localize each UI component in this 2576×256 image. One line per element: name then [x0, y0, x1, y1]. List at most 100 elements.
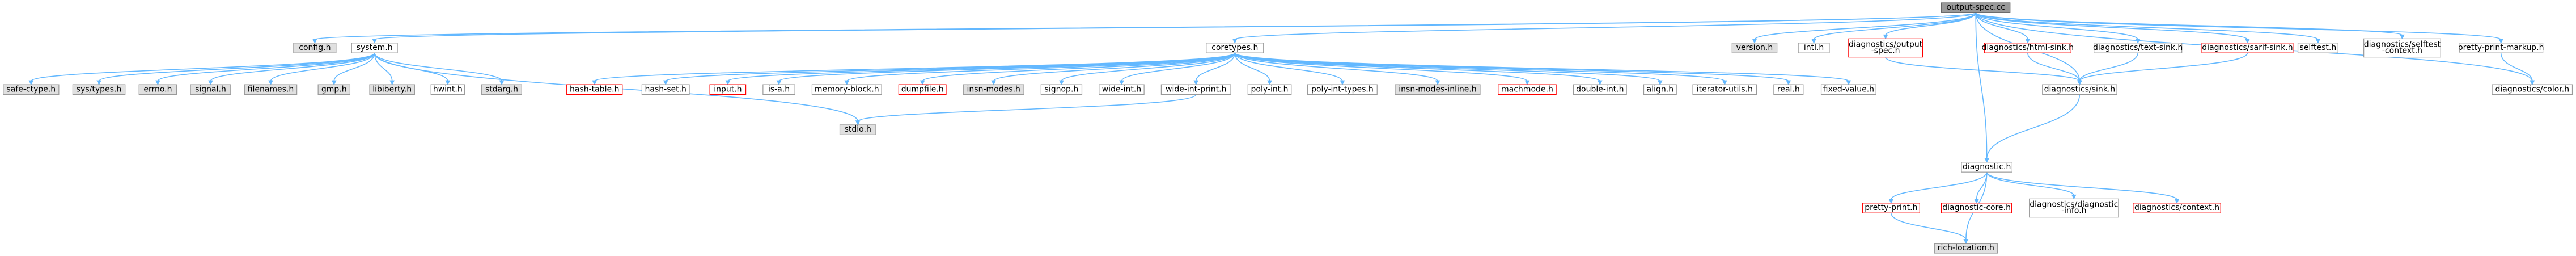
node-errno-h[interactable]: errno.h — [138, 84, 177, 95]
node-diagnostics-sarif-sink-h[interactable]: diagnostics/sarif-sink.h — [2201, 43, 2294, 53]
node-diagnostics-sink-h[interactable]: diagnostics/sink.h — [2042, 84, 2117, 95]
node-hwint-h[interactable]: hwint.h — [430, 84, 465, 95]
node-selftest-h[interactable]: selftest.h — [2297, 43, 2338, 53]
node-safe-ctype-h[interactable]: safe-ctype.h — [3, 84, 60, 95]
arrowhead-output-spec-cc-to-intl-h — [1811, 39, 1816, 44]
node-memory-block-h[interactable]: memory-block.h — [811, 84, 882, 95]
node-real-h[interactable]: real.h — [1773, 84, 1804, 95]
node-insn-modes-h[interactable]: insn-modes.h — [963, 84, 1024, 95]
edge-system-h-to-stdarg-h — [374, 52, 502, 82]
edge-output-spec-cc-to-coretypes-h — [1234, 12, 1976, 40]
node-hash-table-h[interactable]: hash-table.h — [566, 84, 623, 95]
arrowhead-diagnostic-h-to-pretty-print-h — [1888, 199, 1894, 204]
node-box-iterator-utils-h — [1692, 84, 1757, 95]
node-layer: output-spec.cc config.h system.h coretypes.… — [3, 2, 2573, 254]
node-poly-int-types-h[interactable]: poly-int-types.h — [1307, 84, 1378, 95]
node-insn-modes-inline-h[interactable]: insn-modes-inline.h — [1395, 84, 1481, 95]
node-sys-types-h[interactable]: sys/types.h — [72, 84, 126, 95]
node-system-h[interactable]: system.h — [351, 43, 398, 53]
node-box-real-h — [1773, 84, 1804, 95]
node-box-pretty-print-h — [1862, 203, 1920, 213]
node-diagnostic-core-h[interactable]: diagnostic-core.h — [1941, 203, 2012, 213]
node-hash-set-h[interactable]: hash-set.h — [641, 84, 690, 95]
node-wide-int-h[interactable]: wide-int.h — [1099, 84, 1145, 95]
node-coretypes-h[interactable]: coretypes.h — [1206, 43, 1264, 53]
node-diagnostics-diagnostic-info-h[interactable]: diagnostics/diagnostic-info.h — [2029, 198, 2119, 218]
node-diagnostics-html-sink-h[interactable]: diagnostics/html-sink.h — [1982, 43, 2074, 53]
edge-diagnostic-h-to-diagnostics-diagnostic-info-h — [1986, 171, 2075, 196]
node-box-hash-set-h — [641, 84, 690, 95]
node-box-diagnostics-output-spec-h — [1848, 38, 1923, 58]
node-box-diagnostics-diagnostic-info-h — [2029, 198, 2119, 218]
arrowhead-output-spec-cc-to-coretypes-h — [1232, 39, 1238, 44]
edge-diagnostics-output-spec-h-to-diagnostics-sink-h — [1885, 57, 2081, 82]
node-diagnostics-output-spec-h[interactable]: diagnostics/output-spec.h — [1848, 38, 1923, 58]
node-align-h[interactable]: align.h — [1643, 84, 1677, 95]
arrowhead-system-h-to-gmp-h — [331, 80, 337, 86]
node-stdarg-h[interactable]: stdarg.h — [481, 84, 522, 95]
node-box-fixed-value-h — [1820, 84, 1876, 95]
node-is-a-h[interactable]: is-a.h — [762, 84, 795, 95]
edge-coretypes-h-to-insn-modes-inline-h — [1234, 52, 1438, 82]
arrowhead-coretypes-h-to-wide-int-print-h — [1193, 80, 1199, 86]
arrowhead-coretypes-h-to-input-h — [725, 80, 731, 86]
edge-coretypes-h-to-poly-int-h — [1234, 53, 1270, 82]
node-double-int-h[interactable]: double-int.h — [1573, 84, 1627, 95]
node-diagnostics-selftest-context-h[interactable]: diagnostics/selftest-context.h — [2363, 38, 2441, 58]
node-box-errno-h — [138, 84, 177, 95]
node-wide-int-print-h[interactable]: wide-int-print.h — [1160, 84, 1231, 95]
edge-coretypes-h-to-poly-int-types-h — [1234, 52, 1343, 82]
arrowhead-coretypes-h-to-memory-block-h — [844, 80, 850, 86]
edge-pretty-print-h-to-rich-location-h — [1891, 213, 1967, 240]
node-signop-h[interactable]: signop.h — [1040, 84, 1083, 95]
node-intl-h[interactable]: intl.h — [1798, 43, 1830, 53]
node-label-intl-h: intl.h — [1804, 43, 1824, 52]
arrowhead-coretypes-h-to-insn-modes-inline-h — [1435, 80, 1440, 86]
node-box-rich-location-h — [1934, 243, 1998, 254]
node-diagnostic-h[interactable]: diagnostic.h — [1961, 162, 2012, 173]
node-box-filenames-h — [244, 84, 298, 95]
node-diagnostics-color-h[interactable]: diagnostics/color.h — [2492, 84, 2573, 95]
node-signal-h[interactable]: signal.h — [190, 84, 231, 95]
node-box-diagnostics-selftest-context-h — [2363, 38, 2441, 58]
node-machmode-h[interactable]: machmode.h — [1498, 84, 1557, 95]
node-version-h[interactable]: version.h — [1731, 43, 1778, 53]
edge-coretypes-h-to-machmode-h — [1234, 52, 1528, 82]
arrowhead-diagnostic-h-to-diagnostics-diagnostic-info-h — [2071, 194, 2077, 200]
node-diagnostics-text-sink-h[interactable]: diagnostics/text-sink.h — [2093, 43, 2183, 53]
node-label-diagnostics-selftest-context-h-line-0: diagnostics/selftest — [2364, 40, 2441, 49]
node-output-spec-cc: output-spec.cc — [1941, 2, 2011, 13]
node-diagnostics-context-h[interactable]: diagnostics/context.h — [2133, 203, 2221, 213]
node-dumpfile-h[interactable]: dumpfile.h — [898, 84, 947, 95]
node-label-diagnostic-h: diagnostic.h — [1963, 162, 2011, 171]
node-gmp-h[interactable]: gmp.h — [317, 84, 351, 95]
node-label-poly-int-types-h: poly-int-types.h — [1311, 85, 1374, 94]
node-box-system-h — [351, 43, 398, 53]
node-filenames-h[interactable]: filenames.h — [244, 84, 298, 95]
node-stdio-h[interactable]: stdio.h — [839, 124, 876, 135]
edge-system-h-to-safe-ctype-h — [31, 52, 375, 82]
arrowhead-coretypes-h-to-hash-table-h — [592, 80, 598, 86]
node-rich-location-h[interactable]: rich-location.h — [1934, 243, 1998, 254]
arrowhead-pretty-print-h-to-rich-location-h — [1963, 239, 1969, 244]
node-pretty-print-markup-h[interactable]: pretty-print-markup.h — [2458, 43, 2544, 53]
node-label-safe-ctype-h: safe-ctype.h — [6, 85, 56, 94]
edge-output-spec-cc-to-diagnostic-h — [1975, 12, 1988, 159]
arrowhead-coretypes-h-to-real-h — [1786, 80, 1791, 86]
node-iterator-utils-h[interactable]: iterator-utils.h — [1692, 84, 1757, 95]
arrowhead-pretty-print-markup-h-to-diagnostics-color-h — [2530, 80, 2535, 86]
node-pretty-print-h[interactable]: pretty-print.h — [1862, 203, 1920, 213]
node-label-diagnostics-html-sink-h: diagnostics/html-sink.h — [1982, 43, 2074, 52]
node-label-errno-h: errno.h — [143, 85, 172, 94]
node-libiberty-h[interactable]: libiberty.h — [369, 84, 415, 95]
node-label-insn-modes-inline-h: insn-modes-inline.h — [1399, 85, 1476, 94]
edge-coretypes-h-to-double-int-h — [1234, 52, 1601, 82]
arrowhead-system-h-to-errno-h — [155, 80, 160, 86]
node-box-stdarg-h — [481, 84, 522, 95]
arrowhead-coretypes-h-to-double-int-h — [1598, 80, 1603, 86]
node-fixed-value-h[interactable]: fixed-value.h — [1820, 84, 1876, 95]
node-box-insn-modes-h — [963, 84, 1024, 95]
node-input-h[interactable]: input.h — [709, 84, 747, 95]
node-config-h[interactable]: config.h — [293, 43, 337, 53]
node-poly-int-h[interactable]: poly-int.h — [1247, 84, 1292, 95]
